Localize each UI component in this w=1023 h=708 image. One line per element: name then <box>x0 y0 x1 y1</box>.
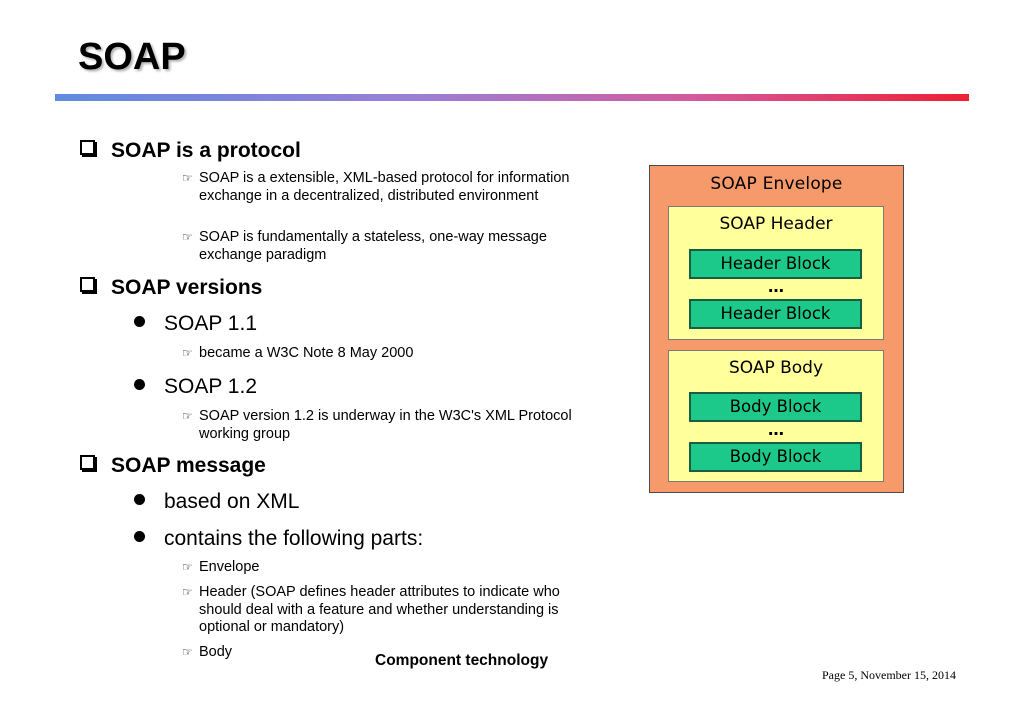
dot-bullet-icon <box>134 531 145 542</box>
version-soap-1-2: SOAP 1.2 <box>134 376 257 397</box>
version-soap-1-1-note: ☞ became a W3C Note 8 May 2000 <box>182 345 582 363</box>
message-item-2: contains the following parts: <box>134 528 423 549</box>
heading-message: SOAP message <box>80 455 266 476</box>
header-section-label: SOAP Header <box>719 214 833 234</box>
heading-versions-text: SOAP versions <box>111 276 263 299</box>
body-section-label: SOAP Body <box>728 358 824 378</box>
message-part-envelope-text: Envelope <box>199 559 260 575</box>
protocol-point-1-text: SOAP is a extensible, XML-based protocol… <box>199 170 570 204</box>
heading-protocol-text: SOAP is a protocol <box>111 139 301 162</box>
pointing-hand-icon: ☞ <box>182 409 193 423</box>
pointing-hand-icon: ☞ <box>182 645 193 659</box>
protocol-point-2: ☞ SOAP is fundamentally a stateless, one… <box>182 229 582 264</box>
pointing-hand-icon: ☞ <box>182 560 193 574</box>
envelope-label: SOAP Envelope <box>710 174 843 194</box>
soap-header-section: SOAP Header Header Block … Header Block <box>668 206 884 340</box>
message-part-body: ☞ Body <box>182 644 582 662</box>
body-block-2: Body Block <box>689 442 862 472</box>
heading-versions: SOAP versions <box>80 277 262 298</box>
version-soap-1-1-label: SOAP 1.1 <box>164 312 258 335</box>
protocol-point-1: ☞ SOAP is a extensible, XML-based protoc… <box>182 170 582 205</box>
message-item-1-text: based on XML <box>164 490 300 513</box>
heading-protocol: SOAP is a protocol <box>80 140 301 161</box>
message-item-1: based on XML <box>134 491 299 512</box>
checkbox-bullet-icon <box>80 455 95 470</box>
footer-text: Component technology <box>375 652 549 669</box>
pointing-hand-icon: ☞ <box>182 230 193 244</box>
message-part-body-text: Body <box>199 644 233 660</box>
version-soap-1-2-label: SOAP 1.2 <box>164 375 258 398</box>
version-soap-1-2-note-text: SOAP version 1.2 is underway in the W3C'… <box>199 408 572 442</box>
dot-bullet-icon <box>134 316 145 327</box>
version-soap-1-2-note: ☞ SOAP version 1.2 is underway in the W3… <box>182 408 582 443</box>
message-part-header-text: Header (SOAP defines header attributes t… <box>199 584 560 635</box>
slide-title: SOAP <box>78 36 186 78</box>
soap-body-section: SOAP Body Body Block … Body Block <box>668 350 884 482</box>
header-ellipsis: … <box>768 277 784 296</box>
dot-bullet-icon <box>134 379 145 390</box>
header-block-1: Header Block <box>689 249 862 279</box>
dot-bullet-icon <box>134 494 145 505</box>
message-item-2-text: contains the following parts: <box>164 527 424 550</box>
checkbox-bullet-icon <box>80 277 95 292</box>
title-gradient-rule <box>55 94 969 101</box>
header-block-2: Header Block <box>689 299 862 329</box>
checkbox-bullet-icon <box>80 140 95 155</box>
soap-envelope-diagram: SOAP Envelope SOAP Header Header Block …… <box>649 165 904 493</box>
pointing-hand-icon: ☞ <box>182 585 193 599</box>
pointing-hand-icon: ☞ <box>182 171 193 185</box>
message-part-header: ☞ Header (SOAP defines header attributes… <box>182 584 582 637</box>
body-ellipsis: … <box>768 420 784 439</box>
version-soap-1-1: SOAP 1.1 <box>134 313 257 334</box>
protocol-point-2-text: SOAP is fundamentally a stateless, one-w… <box>199 229 547 263</box>
pointing-hand-icon: ☞ <box>182 346 193 360</box>
page-info: Page 5, November 15, 2014 <box>822 668 956 682</box>
version-soap-1-1-note-text: became a W3C Note 8 May 2000 <box>199 345 414 361</box>
heading-message-text: SOAP message <box>111 454 266 477</box>
body-block-1: Body Block <box>689 392 862 422</box>
message-part-envelope: ☞ Envelope <box>182 559 582 577</box>
